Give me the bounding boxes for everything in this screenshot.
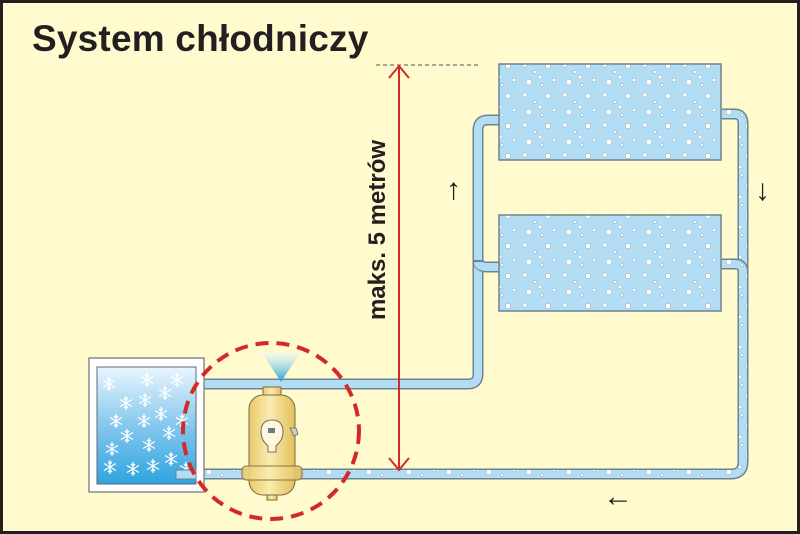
supply-pipe-outline (190, 114, 500, 390)
supply-pipe (190, 116, 500, 388)
max-height-label: maks. 5 metrów (364, 139, 391, 321)
radiator-upper (498, 63, 722, 161)
air-vent-spray (262, 353, 300, 382)
diagram-title: System chłodniczy (32, 18, 369, 59)
air-dirt-separator (241, 386, 303, 501)
flow-up-arrow-icon: ↑ (446, 173, 461, 206)
flow-left-arrow-icon: ← (603, 480, 633, 513)
radiator-lower (498, 214, 722, 312)
separator-logo (260, 419, 284, 453)
height-dimension-line (388, 64, 410, 472)
return-branch-lower (722, 260, 747, 273)
supply-branch-lower (474, 261, 500, 271)
highlight-circle (181, 341, 361, 521)
flow-down-arrow-icon: ↓ (755, 174, 770, 207)
return-pipe (180, 110, 747, 478)
